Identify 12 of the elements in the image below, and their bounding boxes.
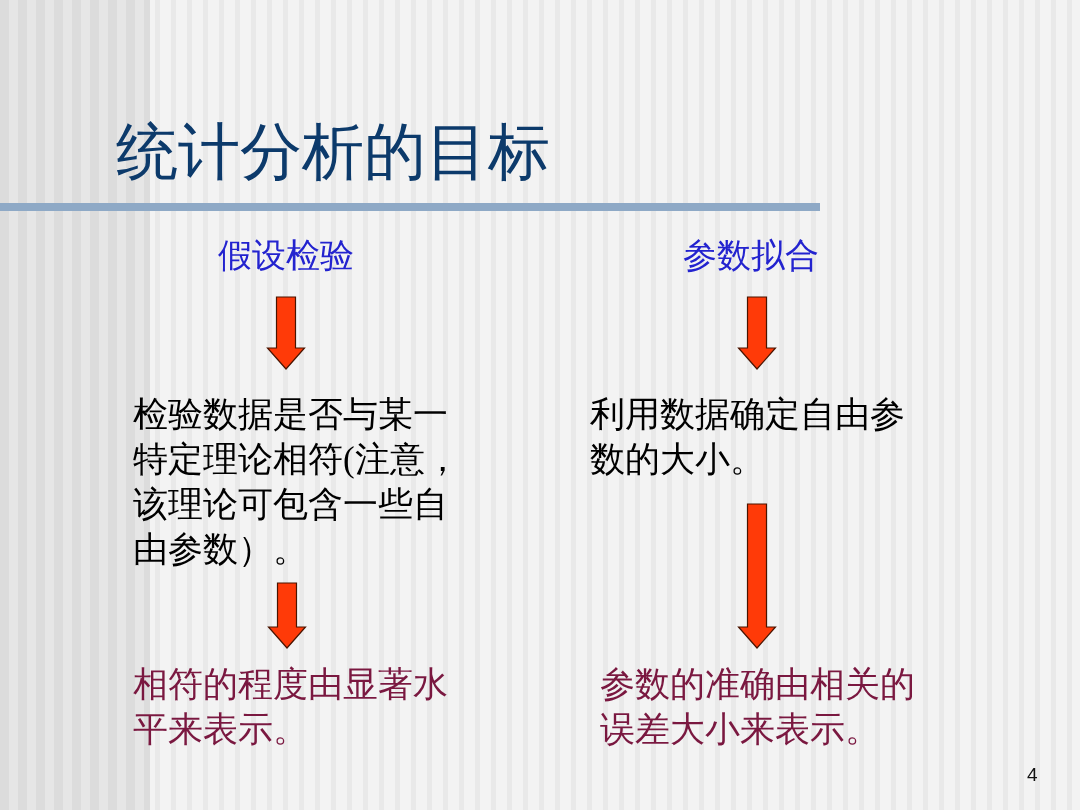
column-heading: 假设检验 <box>218 235 354 276</box>
description-text: 检验数据是否与某一特定理论相符(注意，该理论可包含一些自由参数）。 <box>133 392 473 572</box>
conclusion-text: 参数的准确由相关的误差大小来表示。 <box>600 662 940 752</box>
slide-title: 统计分析的目标 <box>116 117 550 188</box>
conclusion-text: 相符的程度由显著水平来表示。 <box>133 662 473 752</box>
block-arrow <box>266 296 306 370</box>
block-arrow <box>267 582 307 649</box>
block-arrow <box>737 296 777 370</box>
block-arrow <box>737 503 777 649</box>
column-heading: 参数拟合 <box>683 235 819 276</box>
description-text: 利用数据确定自由参数的大小。 <box>590 392 930 482</box>
page-number: 4 <box>1027 764 1038 786</box>
